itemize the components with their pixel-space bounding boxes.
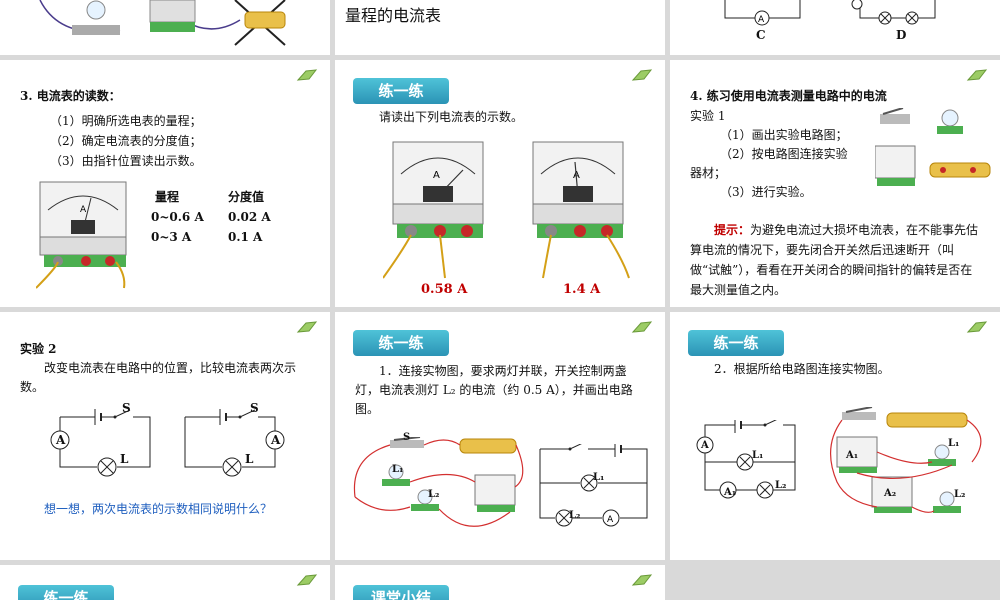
slide-thumb-3[interactable]: A C D — [670, 0, 1000, 55]
slide-thumb-6[interactable]: 4. 练习使用电流表测量电路中的电流 实验 1 （1）画出实验电路图； （2）按… — [670, 60, 1000, 307]
circuit-diagrams — [50, 409, 285, 477]
equipment-image — [875, 108, 991, 186]
corner-logo-icon — [631, 321, 653, 333]
slide-thumb-10[interactable]: 练一练 — [0, 565, 330, 600]
practice-tag: 练一练 — [353, 78, 449, 104]
wiring-photo — [353, 437, 524, 527]
label-a-2: A — [271, 433, 281, 447]
section-title: 4. 练习使用电流表测量电路中的电流 — [690, 89, 887, 103]
slide-thumb-5[interactable]: 练一练 请读出下列电流表的示数。 A A 0.58 A 1.4 A — [335, 60, 665, 307]
photo-label-l2: L₂ — [954, 489, 966, 500]
exp-label: 实验 2 — [20, 342, 57, 356]
label-l1: L₁ — [392, 464, 404, 475]
heading-line-2: 量程的电流表 — [345, 6, 442, 25]
heading-fragment — [345, 0, 655, 6]
slide-thumb-2[interactable]: 量程的电流表 — [335, 0, 665, 55]
corner-logo-icon — [966, 321, 988, 333]
exercise-desc: 1．连接实物图，要求两灯并联，开关控制两盏灯，电流表测灯 L₂ 的电流（约 0.… — [355, 364, 633, 416]
row2-range: 0~3 A — [151, 230, 192, 244]
svg-text:A: A — [80, 205, 87, 215]
corner-logo-icon — [296, 574, 318, 586]
step-1: （1）明确所选电表的量程； — [50, 114, 202, 128]
label-c: C — [756, 28, 766, 42]
label-a-1: A — [56, 433, 66, 447]
ammeter-1-image: A — [383, 141, 484, 279]
wiring-photo — [829, 407, 982, 513]
label-s: S — [403, 432, 411, 443]
circuit-diagram-cd: A — [724, 0, 936, 26]
label-l2: L₂ — [428, 489, 440, 500]
hint-text: 为避免电流过大损坏电流表，在不能事先估算电流的情况下，要先闭合开关然后迅速断开（… — [690, 223, 979, 297]
svg-text:A: A — [758, 15, 765, 25]
label-l-1: L — [120, 452, 129, 466]
step-1: （1）画出实验电路图； — [720, 128, 848, 142]
empty-slot — [670, 565, 1000, 600]
svg-text:A: A — [433, 170, 440, 181]
circuit-diagram — [696, 420, 796, 499]
svg-text:A: A — [607, 515, 614, 525]
corner-logo-icon — [296, 321, 318, 333]
hint-label: 提示： — [714, 223, 751, 237]
circuit-photo — [39, 0, 286, 46]
reading-2: 1.4 A — [563, 282, 601, 297]
step-2: （2）按电路图连接实验 — [720, 147, 848, 161]
exercise-desc: 2．根据所给电路图连接实物图。 — [714, 362, 890, 376]
label-l2: L₂ — [775, 480, 787, 491]
slide-thumb-9[interactable]: 练一练 2．根据所给电路图连接实物图。 A L₁ A₁ L₂ A₁ A₂ L₁ … — [670, 312, 1000, 560]
label-l1: L₁ — [752, 450, 764, 461]
reading-1: 0.58 A — [421, 282, 468, 297]
row2-div: 0.1 A — [228, 230, 263, 244]
label-s-1: S — [122, 401, 131, 415]
photo-label-a1: A₁ — [846, 450, 859, 461]
label-s-2: S — [250, 401, 259, 415]
practice-tag: 练一练 — [688, 330, 784, 356]
section-title: 3. 电流表的读数： — [20, 89, 121, 103]
step-2-cont: 器材； — [690, 166, 727, 180]
summary-tag: 课堂小结 — [353, 585, 449, 600]
corner-logo-icon — [631, 574, 653, 586]
col-div: 分度值 — [228, 190, 265, 204]
photo-label-l1: L₁ — [948, 438, 960, 449]
exp-desc: 改变电流表在电路中的位置，比较电流表两次示数。 — [20, 361, 297, 394]
prompt: 请读出下列电流表的示数。 — [379, 110, 524, 124]
slide-thumb-11[interactable]: 课堂小结 — [335, 565, 665, 600]
hint: 提示：为避免电流过大损坏电流表，在不能事先估算电流的情况下，要先闭合开关然后迅速… — [690, 220, 980, 300]
ammeter-image: A — [36, 181, 127, 289]
step-3: （3）进行实验。 — [720, 185, 812, 199]
question: 想一想，两次电流表的示数相同说明什么？ — [44, 502, 273, 516]
circuit-diagram: A — [539, 444, 648, 527]
slide-thumb-1[interactable] — [0, 0, 330, 55]
label-l-2: L — [245, 452, 254, 466]
photo-label-a2: A₂ — [884, 488, 897, 499]
corner-logo-icon — [966, 69, 988, 81]
label-a: A — [701, 440, 709, 451]
practice-tag: 练一练 — [18, 585, 114, 600]
label-d: D — [896, 28, 907, 42]
label-a1: A₁ — [724, 487, 737, 498]
col-range: 量程 — [155, 190, 180, 204]
slide-thumb-7[interactable]: 实验 2 改变电流表在电路中的位置，比较电流表两次示数。 S S A A L L… — [0, 312, 330, 560]
step-3: （3）由指针位置读出示数。 — [50, 154, 202, 168]
slide-thumb-8[interactable]: 练一练 1．连接实物图，要求两灯并联，开关控制两盏灯，电流表测灯 L₂ 的电流（… — [335, 312, 665, 560]
slide-thumb-4[interactable]: 3. 电流表的读数： （1）明确所选电表的量程； （2）确定电流表的分度值； （… — [0, 60, 330, 307]
ammeter-2-image: A — [532, 141, 630, 279]
corner-logo-icon — [296, 69, 318, 81]
exp-label: 实验 1 — [690, 109, 726, 123]
row1-div: 0.02 A — [228, 210, 271, 224]
practice-tag: 练一练 — [353, 330, 449, 356]
step-2: （2）确定电流表的分度值； — [50, 134, 202, 148]
row1-range: 0~0.6 A — [151, 210, 204, 224]
diagram-label-l2: L₂ — [569, 510, 581, 521]
corner-logo-icon — [631, 69, 653, 81]
diagram-label-l1: L₁ — [593, 472, 605, 483]
